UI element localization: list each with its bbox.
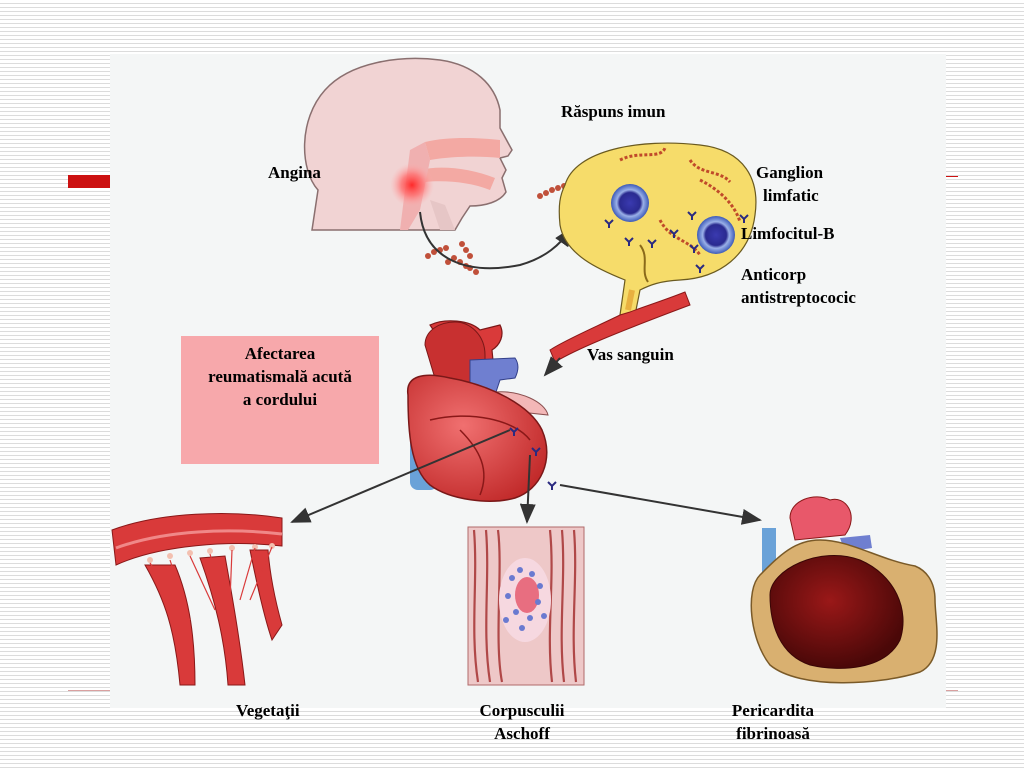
fibrinous-pericarditis-illustration <box>750 496 938 684</box>
aschoff-bodies-illustration <box>467 526 585 686</box>
decorative-line-top-right <box>946 176 958 177</box>
label-corpusculii-line2: Aschoff <box>494 724 550 743</box>
label-anticorp-line1: Anticorp <box>741 265 807 284</box>
label-angina: Angina <box>268 163 321 182</box>
label-ganglion-line2: limfatic <box>763 186 819 205</box>
lymph-node <box>558 142 757 316</box>
decorative-line-left <box>68 690 110 691</box>
throat-to-node-arrow <box>419 211 574 270</box>
label-limfocitul-b: Limfocitul-B <box>741 224 835 243</box>
decorative-line-right <box>946 690 958 691</box>
callout-line1: Afectarea <box>244 344 316 363</box>
label-anticorp-line2: antistreptococic <box>741 288 856 307</box>
label-ganglion-line1: Ganglion <box>756 163 824 182</box>
callout-line3: a cordului <box>242 390 318 409</box>
head-illustration <box>303 57 513 231</box>
label-pericardita-line1: Pericardita <box>731 701 815 720</box>
heart-illustration <box>407 320 557 502</box>
callout-line2: reumatismală acută <box>208 367 352 386</box>
callout-box: Afectarea reumatismală acută a cordului <box>181 336 379 464</box>
label-vas-sanguin: Vas sanguin <box>587 345 674 364</box>
label-pericardita-line2: fibrinoasă <box>736 724 810 743</box>
label-raspuns-imun: Răspuns imun <box>561 102 666 121</box>
decorative-red-bar <box>68 175 110 188</box>
label-vegetatii: Vegetaţii <box>236 701 300 720</box>
vegetations-illustration <box>111 513 283 686</box>
label-corpusculii-line1: Corpusculii <box>479 701 565 720</box>
